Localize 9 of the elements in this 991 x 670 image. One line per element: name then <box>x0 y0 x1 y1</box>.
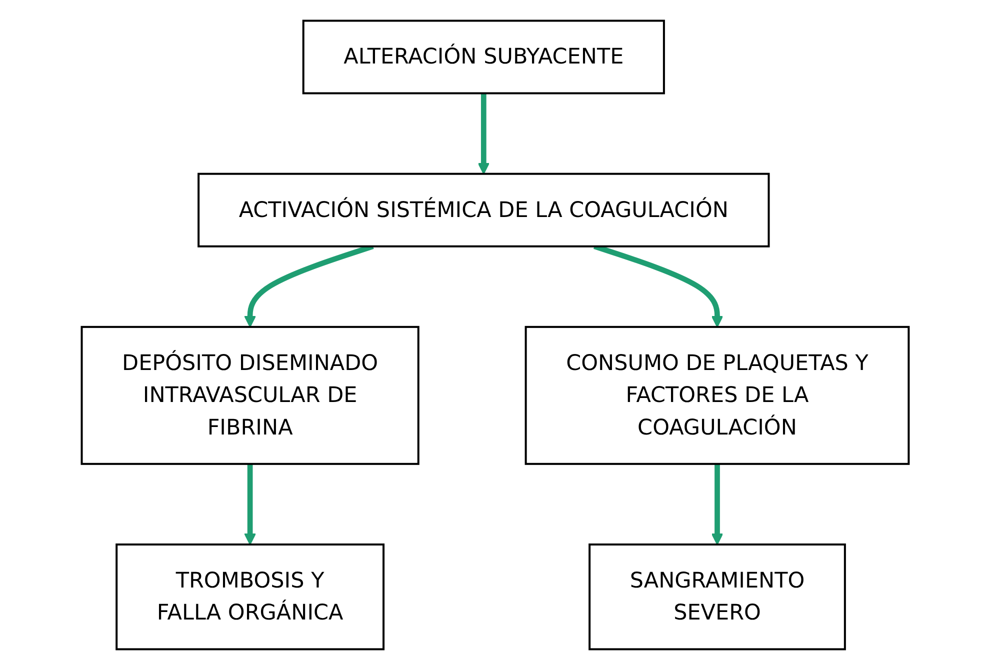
node-box: ACTIVACIÓN SISTÉMICA DE LA COAGULACIÓN <box>198 172 770 248</box>
node-box: SANGRAMIENTO SEVERO <box>588 543 846 650</box>
node-box: CONSUMO DE PLAQUETAS Y FACTORES DE LA COAGULACIÓN <box>525 326 910 465</box>
arrow <box>244 464 256 546</box>
arrow <box>712 464 724 546</box>
node-box: TROMBOSIS Y FALLA ORGÁNICA <box>116 543 385 650</box>
node-box: DEPÓSITO DISEMINADO INTRAVASCULAR DE FIBRINA <box>81 326 420 465</box>
arrow <box>478 93 490 174</box>
node-box: ALTERACIÓN SUBYACENTE <box>302 20 666 94</box>
